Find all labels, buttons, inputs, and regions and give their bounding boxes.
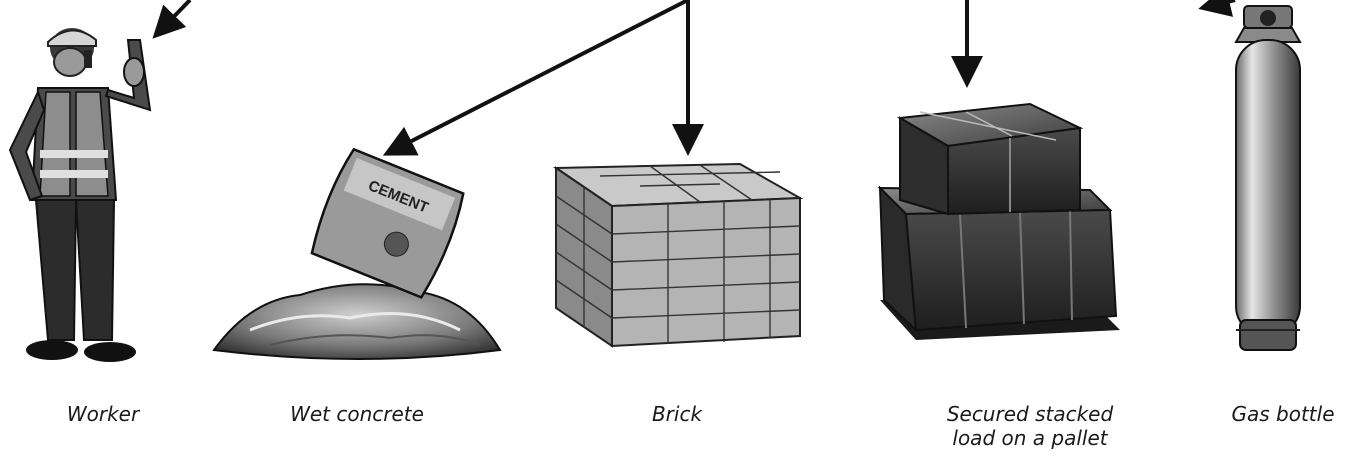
arrow-to-gas-bottle: [1198, 0, 1236, 17]
caption-wet-concrete: Wet concrete: [290, 402, 424, 426]
cement-bag-and-pile-icon: CEMENT: [212, 147, 502, 360]
caption-worker: Worker: [66, 402, 140, 426]
brick-stack-icon: [552, 162, 804, 348]
caption-pallet-load-line-1: Secured stacked: [946, 402, 1114, 426]
caption-brick: Brick: [651, 402, 703, 426]
gas-cylinder-icon: [1234, 5, 1302, 351]
arrow-to-worker: [152, 0, 192, 39]
caption-pallet-load-line-2: load on a pallet: [952, 426, 1108, 450]
caption-gas-bottle: Gas bottle: [1231, 402, 1335, 426]
pallet-boxes-icon: [877, 102, 1120, 340]
arrows: [152, 0, 1236, 156]
worker-figure-icon: [8, 28, 152, 362]
arrow-to-wet-concrete: [382, 0, 689, 156]
caption-pallet-load: Secured stacked load on a pallet: [920, 402, 1140, 450]
